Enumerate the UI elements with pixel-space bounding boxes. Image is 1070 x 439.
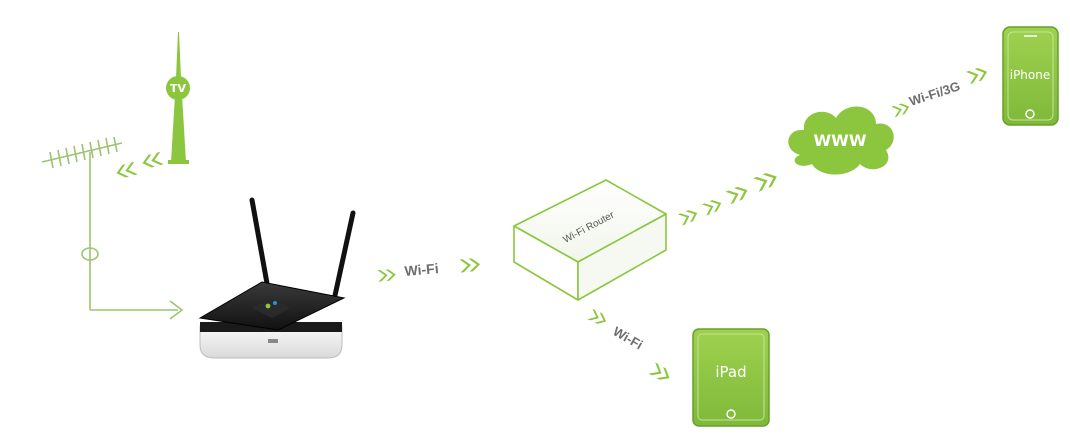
link-phone-label: Wi-Fi/3G bbox=[907, 78, 962, 109]
tv-tower: TV bbox=[166, 32, 190, 164]
tv-signal-arrows bbox=[114, 151, 164, 180]
phone-label: iPhone bbox=[1010, 68, 1051, 82]
www-cloud-icon: WWW bbox=[788, 106, 894, 175]
phone-home-button bbox=[1025, 109, 1035, 119]
link-receiver-label: Wi-Fi bbox=[404, 260, 439, 279]
cloud-label: WWW bbox=[814, 131, 867, 150]
tablet-label: iPad bbox=[715, 363, 746, 381]
tablet-device: iPad bbox=[692, 328, 770, 427]
link-tablet-label: Wi-Fi bbox=[611, 324, 646, 353]
link-cloud-phone: Wi-Fi/3G bbox=[891, 65, 990, 118]
tv-tower-head bbox=[166, 76, 190, 100]
wifi-router-box: Wi-Fi Router bbox=[513, 179, 667, 301]
phone-device: iPhone bbox=[1002, 26, 1059, 126]
antenna-icon bbox=[41, 136, 184, 320]
link-router-tablet: Wi-Fi bbox=[587, 308, 673, 384]
tablet-home-button bbox=[726, 409, 736, 419]
link-receiver-router: Wi-Fi bbox=[377, 257, 481, 282]
tv-label: TV bbox=[170, 82, 187, 95]
receiver-device bbox=[198, 197, 356, 359]
link-router-cloud bbox=[677, 169, 780, 226]
